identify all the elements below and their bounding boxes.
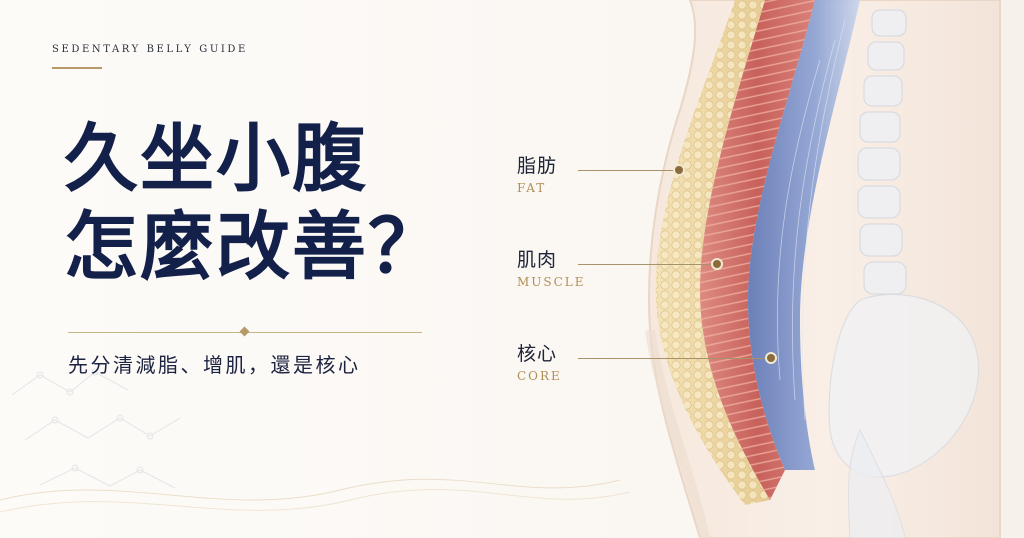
layer-label-en: MUSCLE xyxy=(517,275,586,289)
callout-dot-core xyxy=(765,352,777,364)
callout-dot-muscle xyxy=(711,258,723,270)
layer-label-zh: 肌肉 xyxy=(517,249,558,271)
layer-label-en: FAT xyxy=(517,181,547,195)
callout-line-core xyxy=(578,358,768,359)
layer-label-fat: 脂肪 FAT xyxy=(517,155,557,195)
layer-label-zh: 核心 xyxy=(517,343,558,365)
callout-line-fat xyxy=(578,170,676,171)
layer-label-core: 核心 CORE xyxy=(517,343,562,383)
callout-dot-fat xyxy=(673,164,685,176)
subtitle: 先分清減脂、增肌，還是核心 xyxy=(68,353,361,377)
guide-eyebrow: SEDENTARY BELLY GUIDE xyxy=(52,44,248,55)
page-title: 久坐小腹 怎麼改善？ xyxy=(64,115,444,291)
title-line-2: 怎麼改善？ xyxy=(64,204,444,290)
layer-label-zh: 脂肪 xyxy=(517,155,558,177)
callout-line-muscle xyxy=(578,264,714,265)
title-line-1: 久坐小腹 xyxy=(64,116,368,202)
layer-label-en: CORE xyxy=(517,369,562,383)
molecule-decoration xyxy=(0,368,631,513)
eyebrow-underline xyxy=(52,67,102,69)
layer-label-muscle: 肌肉 MUSCLE xyxy=(517,249,586,289)
